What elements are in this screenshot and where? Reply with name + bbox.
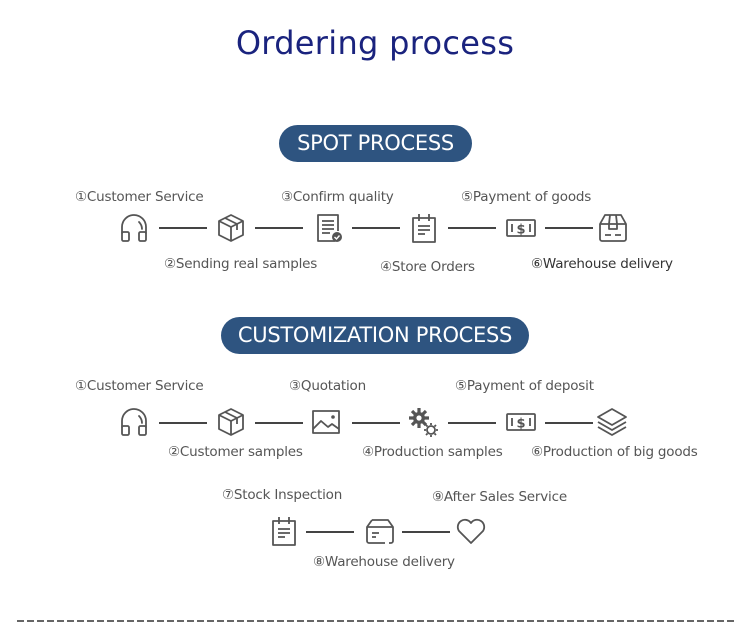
custom-step-7-label: ⑦Stock Inspection [222,487,343,503]
notepad-icon [267,514,301,548]
custom-step-9-label: ⑨After Sales Service [432,489,567,505]
delivery-box-icon [363,514,397,548]
image-icon [309,405,343,439]
connector-line [159,227,207,229]
custom-step-6-label: ⑥Production of big goods [531,444,698,460]
store-box-icon [596,211,630,245]
dashed-divider [17,620,735,622]
connector-line [306,531,354,533]
connector-line [545,422,593,424]
notepad-icon [407,211,441,245]
checklist-document-icon [311,211,345,245]
custom-step-8-label: ⑧Warehouse delivery [313,554,455,570]
connector-line [448,227,496,229]
spot-step-1-label: ①Customer Service [75,189,204,205]
custom-step-5-label: ⑤Payment of deposit [455,378,594,394]
spot-step-2-label: ②Sending real samples [164,256,318,272]
connector-line [255,422,303,424]
connector-line [352,422,400,424]
connector-line [545,227,593,229]
custom-step-3-label: ③Quotation [289,378,366,394]
connector-line [448,422,496,424]
layers-icon [595,405,629,439]
spot-process-heading: SPOT PROCESS [279,125,472,162]
spot-step-5-label: ⑤Payment of goods [461,189,592,205]
connector-line [159,422,207,424]
headset-icon [117,405,151,439]
connector-line [402,531,450,533]
spot-step-3-label: ③Confirm quality [281,189,394,205]
custom-step-1-label: ①Customer Service [75,378,204,394]
spot-step-4-label: ④Store Orders [380,259,475,275]
package-box-icon [214,405,248,439]
spot-step-6-label: ⑥Warehouse delivery [531,256,673,272]
heart-icon [454,514,488,548]
custom-step-4-label: ④Production samples [362,444,503,460]
headset-icon [117,211,151,245]
page-title: Ordering process [235,24,515,62]
connector-line [255,227,303,229]
customization-process-heading: CUSTOMIZATION PROCESS [221,317,529,354]
gears-icon [406,405,440,439]
dollar-bill-icon [504,211,538,245]
connector-line [352,227,400,229]
custom-step-2-label: ②Customer samples [168,444,303,460]
dollar-bill-icon [504,405,538,439]
package-box-icon [214,211,248,245]
